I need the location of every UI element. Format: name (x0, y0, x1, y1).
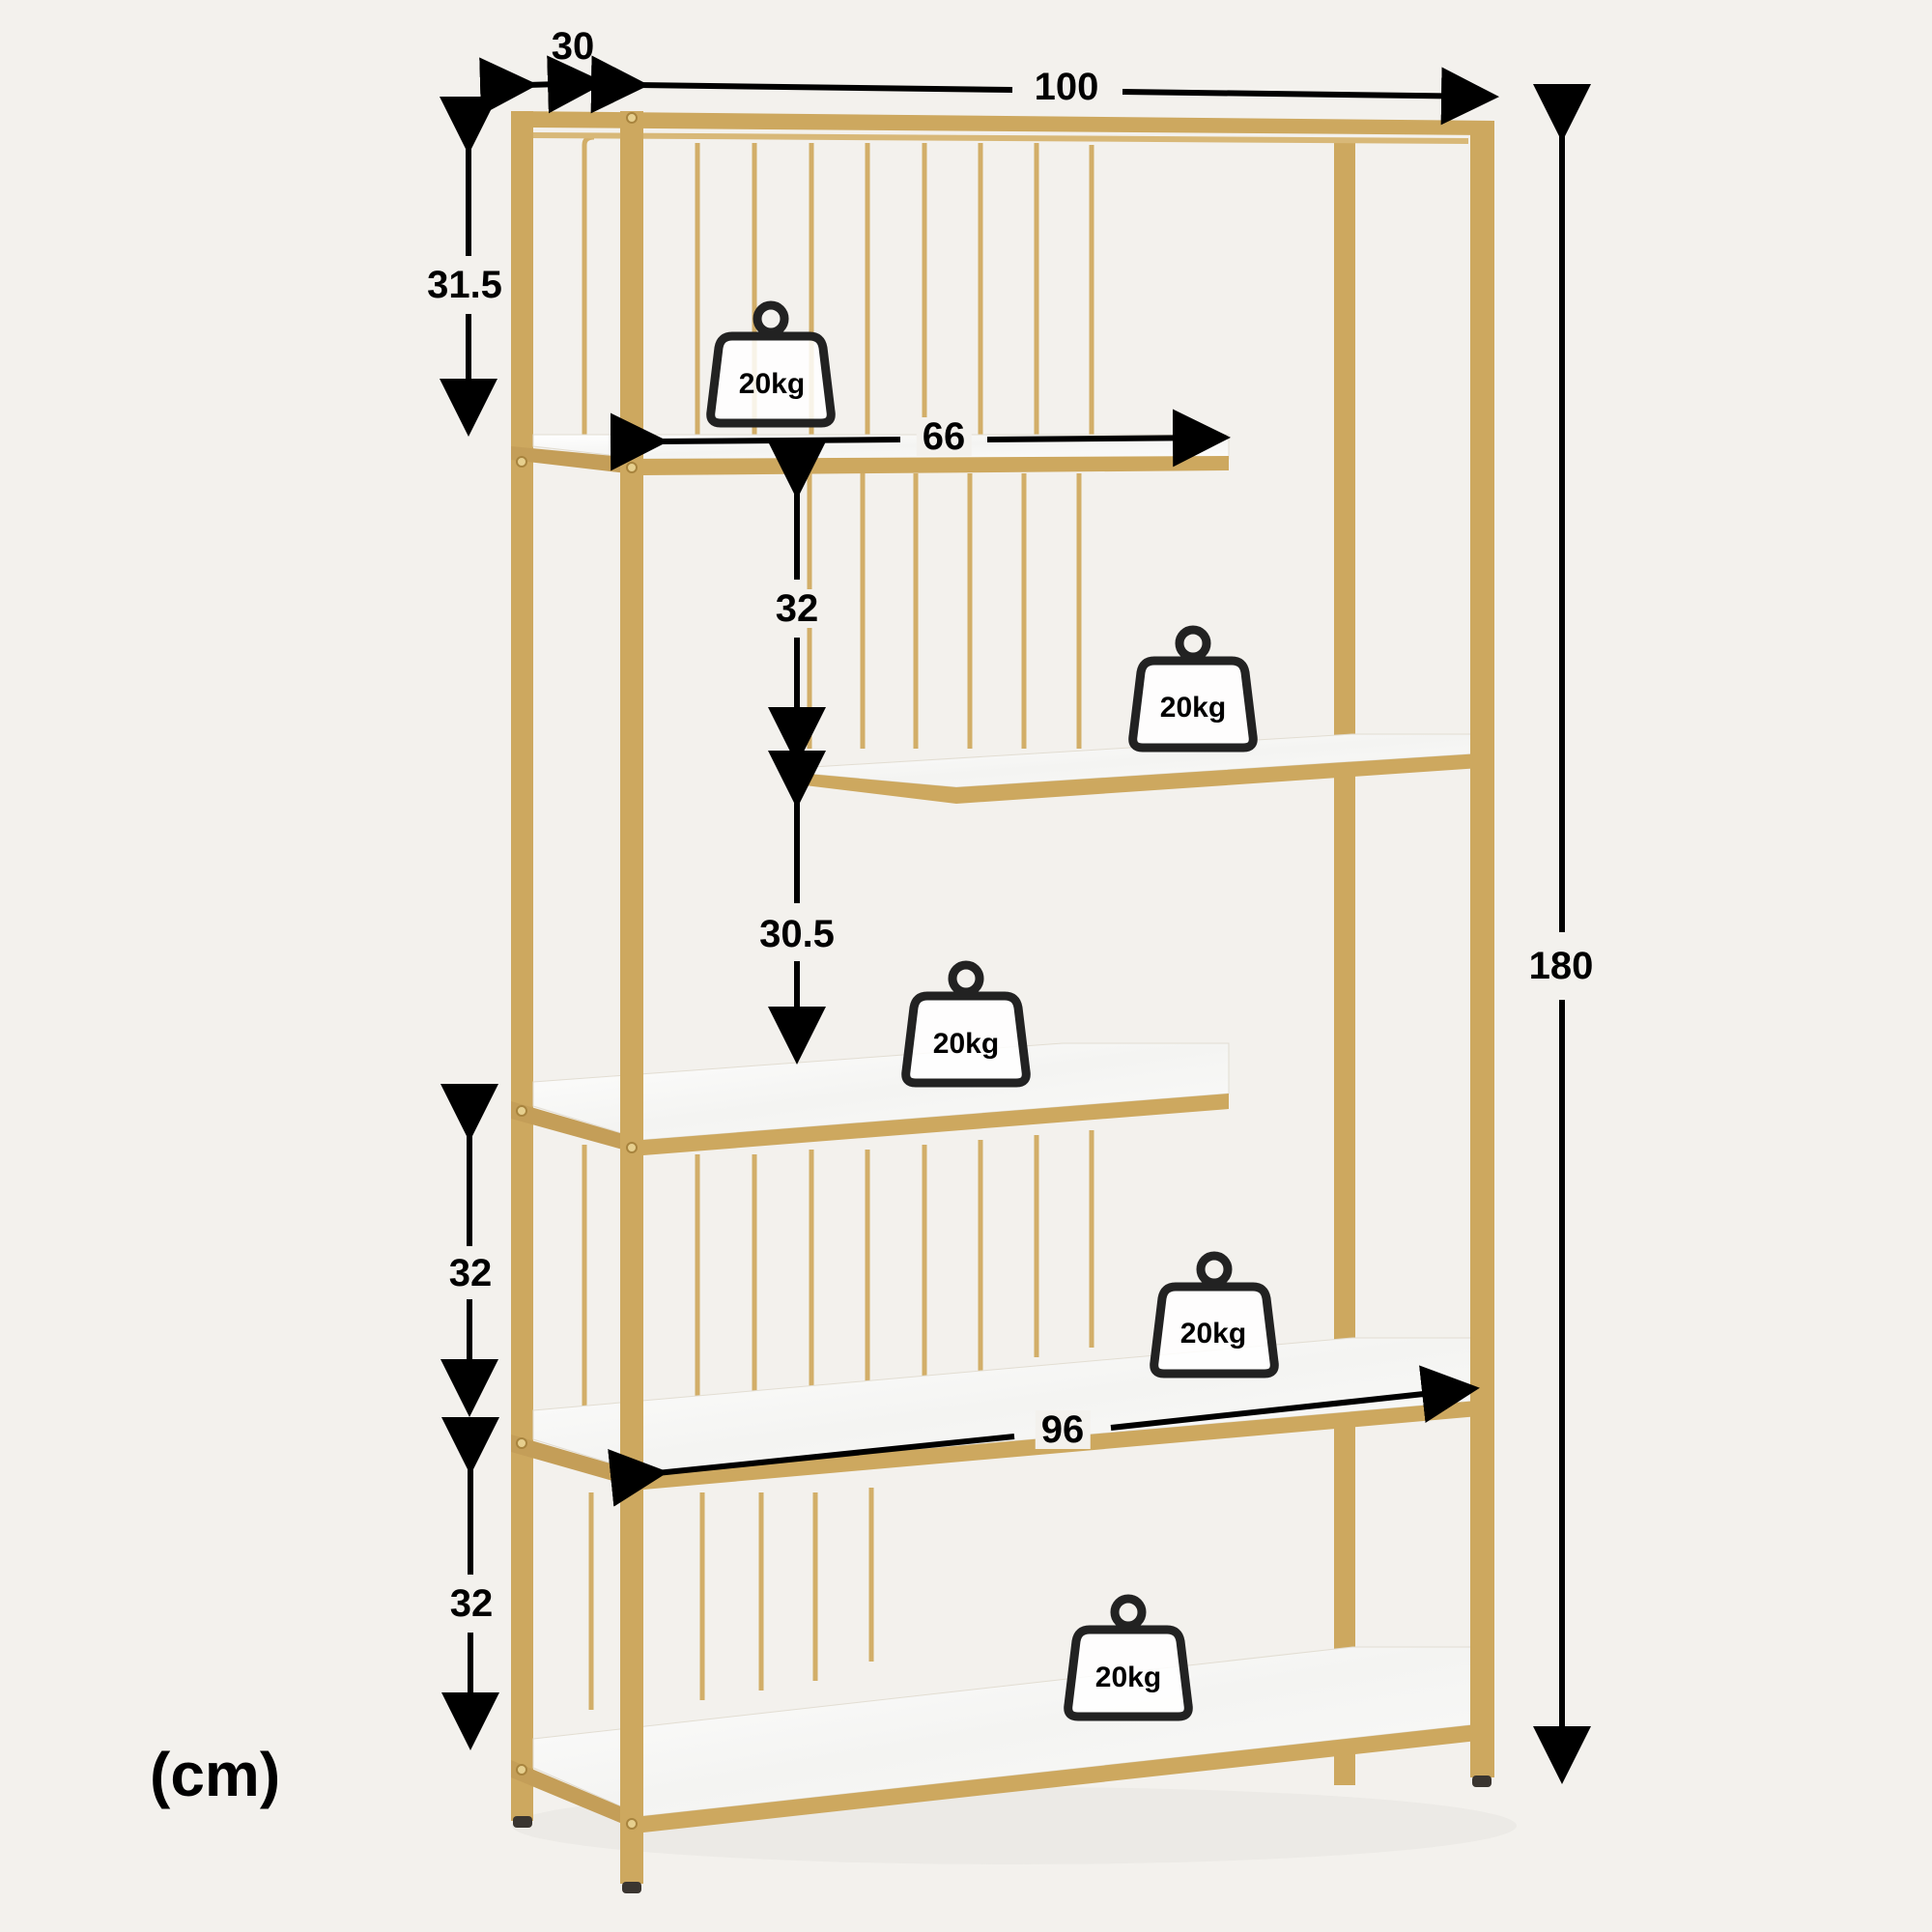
back-rods-lower (582, 1130, 1094, 1410)
load-badge-shelf-3: 20kg (932, 1028, 1000, 1060)
width-label: 100 (1028, 68, 1105, 106)
gap-shelf2-shelf3-label: 30.5 (753, 915, 840, 953)
foot (1472, 1776, 1492, 1787)
shelf-3 (511, 1042, 1230, 1155)
unit-label: (cm) (150, 1740, 281, 1809)
back-rods-bottom (588, 1488, 874, 1710)
gap-shelf3-shelf4-label: 32 (442, 1254, 498, 1293)
foot (513, 1816, 532, 1828)
height-label: 180 (1522, 947, 1600, 985)
shelf4-width-label: 96 (1035, 1410, 1091, 1449)
weight-icon (1133, 630, 1254, 748)
foot (622, 1882, 641, 1893)
load-badge-shelf-1: 20kg (738, 368, 806, 400)
front-left-post (620, 111, 643, 1884)
top-frame (511, 111, 1494, 135)
back-left-post (511, 111, 533, 1821)
weight-icon (906, 965, 1027, 1083)
load-badge-shelf-4: 20kg (1179, 1318, 1247, 1350)
top-gap-label: 31.5 (421, 266, 508, 304)
weight-icon (1154, 1256, 1275, 1374)
gap-shelf4-bottom-label: 32 (443, 1584, 499, 1623)
back-right-post (1334, 143, 1355, 1785)
load-badge-shelf-2: 20kg (1159, 692, 1227, 724)
load-badge-shelf-5: 20kg (1094, 1662, 1162, 1693)
gap-shelf1-shelf2-label: 32 (769, 589, 825, 628)
shelf-4 (511, 1337, 1479, 1490)
back-rods-middle (807, 473, 1082, 749)
shelf1-width-label: 66 (916, 417, 972, 456)
bolts (516, 112, 638, 1830)
front-right-post (1470, 121, 1494, 1777)
weight-icon (1068, 1599, 1189, 1717)
dimension-arrows (440, 55, 1591, 1784)
back-rods-top (582, 134, 1094, 440)
depth-label: 30 (551, 25, 595, 68)
